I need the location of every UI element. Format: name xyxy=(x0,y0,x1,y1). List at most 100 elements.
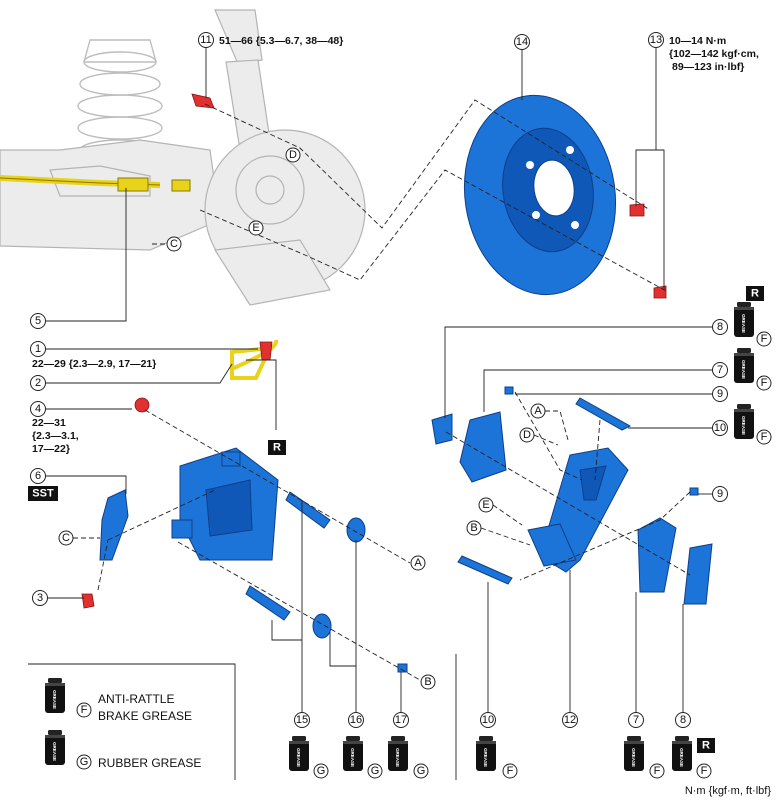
callout-3: 3 xyxy=(32,590,48,606)
callout-7-bottom: 7 xyxy=(628,712,644,728)
letter-e-left: E xyxy=(248,220,264,236)
grease-can-8-top: GREASE F xyxy=(734,302,772,347)
caliper-body xyxy=(171,447,279,561)
leader-lines xyxy=(46,48,712,712)
replace-badge-8-top: R xyxy=(746,286,764,301)
torque-spec-13-line3: 89—123 in·lbf} xyxy=(672,61,744,73)
svg-text:GREASE: GREASE xyxy=(741,416,746,435)
svg-text:R: R xyxy=(273,442,281,454)
torque-spec-13-line1: 10—14 N·m xyxy=(669,35,726,47)
callout-4: 4 xyxy=(30,401,46,417)
callout-7-top: 7 xyxy=(712,362,728,378)
legend-anti-rattle: GREASE F ANTI-RATTLE BRAKE GREASE xyxy=(45,678,192,723)
callout-1: 1 xyxy=(30,341,46,357)
letter-a-right: A xyxy=(530,403,546,419)
svg-text:GREASE: GREASE xyxy=(631,748,636,767)
assembly-lines xyxy=(97,99,691,681)
svg-text:9: 9 xyxy=(717,488,723,500)
svg-text:G: G xyxy=(317,765,326,777)
pad-spring-lower xyxy=(689,487,699,496)
svg-text:10: 10 xyxy=(714,422,726,434)
svg-text:7: 7 xyxy=(633,714,639,726)
letter-b-right: B xyxy=(466,520,482,536)
svg-text:ANTI-RATTLE: ANTI-RATTLE xyxy=(98,692,174,706)
callout-14: 14 xyxy=(514,34,530,50)
torque-spec-1: 22—29 {2.3—2.9, 17—21} xyxy=(32,358,156,370)
svg-text:9: 9 xyxy=(717,388,723,400)
parking-brake-cable xyxy=(0,175,191,192)
svg-text:11: 11 xyxy=(200,34,211,46)
replace-badge-2: R xyxy=(268,440,286,455)
callout-15: 15 xyxy=(294,712,310,728)
caliper-bracket xyxy=(99,489,129,561)
bolt-1 xyxy=(259,341,273,361)
svg-text:F: F xyxy=(701,765,708,777)
legend-frame xyxy=(28,654,457,780)
svg-text:GREASE: GREASE xyxy=(350,748,355,767)
svg-text:5: 5 xyxy=(35,315,41,327)
svg-text:GREASE: GREASE xyxy=(483,748,488,767)
caliper-bracket-right xyxy=(527,447,629,573)
guide-pin-boots xyxy=(312,517,366,639)
callout-8-bottom: 8 xyxy=(675,712,691,728)
screw-13-upper xyxy=(629,203,645,217)
svg-text:F: F xyxy=(761,333,768,345)
callout-5: 5 xyxy=(30,313,46,329)
svg-text:F: F xyxy=(507,765,514,777)
svg-text:GREASE: GREASE xyxy=(395,748,400,767)
svg-text:7: 7 xyxy=(717,364,723,376)
units-note: N·m {kgf·m, ft·lbf} xyxy=(685,785,772,797)
grease-can-10-top: GREASE F xyxy=(734,404,772,445)
svg-text:F: F xyxy=(81,704,88,716)
svg-text:6: 6 xyxy=(35,470,41,482)
letter-a-left: A xyxy=(410,555,426,571)
svg-text:GREASE: GREASE xyxy=(679,748,684,767)
grease-can-17: GREASE G xyxy=(388,736,429,779)
svg-text:8: 8 xyxy=(680,714,686,726)
svg-text:10: 10 xyxy=(482,714,494,726)
callout-10-top: 10 xyxy=(712,420,728,436)
svg-text:C: C xyxy=(62,532,70,544)
svg-text:F: F xyxy=(654,765,661,777)
grease-can-16: GREASE G xyxy=(343,736,383,779)
svg-text:SST: SST xyxy=(32,488,54,500)
svg-text:4: 4 xyxy=(35,403,41,415)
svg-text:G: G xyxy=(80,756,89,768)
grease-can-10-bottom: GREASE F xyxy=(476,736,518,779)
callout-6: 6 xyxy=(30,468,46,484)
brake-pads xyxy=(459,411,677,593)
svg-text:R: R xyxy=(702,740,710,752)
torque-spec-4-line3: 17—22} xyxy=(32,443,70,455)
bushing xyxy=(397,663,408,673)
pad-guide-plates xyxy=(457,397,632,585)
grease-can-7-top: GREASE F xyxy=(734,348,772,391)
svg-text:D: D xyxy=(289,149,297,161)
svg-text:12: 12 xyxy=(564,714,576,726)
torque-spec-13-line2: {102—142 kgf·cm, xyxy=(669,48,759,60)
svg-text:17: 17 xyxy=(395,714,407,726)
svg-text:R: R xyxy=(751,288,759,300)
callout-9-right: 9 xyxy=(712,486,728,502)
svg-text:RUBBER GREASE: RUBBER GREASE xyxy=(98,756,201,770)
svg-text:A: A xyxy=(534,405,542,417)
letter-b-left: B xyxy=(420,674,436,690)
callout-12: 12 xyxy=(562,712,578,728)
svg-text:G: G xyxy=(371,765,380,777)
legend-rubber-grease: GREASE G RUBBER GREASE xyxy=(45,730,201,770)
svg-text:3: 3 xyxy=(37,592,43,604)
letter-e-right: E xyxy=(478,497,494,513)
letter-c-top: C xyxy=(166,236,182,252)
svg-text:GREASE: GREASE xyxy=(296,748,301,767)
letter-d-right: D xyxy=(519,427,535,443)
callout-17: 17 xyxy=(393,712,409,728)
callout-10-bottom: 10 xyxy=(480,712,496,728)
svg-text:15: 15 xyxy=(296,714,308,726)
svg-text:BRAKE GREASE: BRAKE GREASE xyxy=(98,709,192,723)
svg-text:A: A xyxy=(414,557,422,569)
svg-text:D: D xyxy=(523,429,531,441)
suspension-assembly xyxy=(0,9,366,306)
shims xyxy=(431,413,713,605)
replace-badge-8-bottom: R xyxy=(697,738,715,753)
brake-disc xyxy=(463,94,617,296)
guide-pins xyxy=(245,491,331,621)
